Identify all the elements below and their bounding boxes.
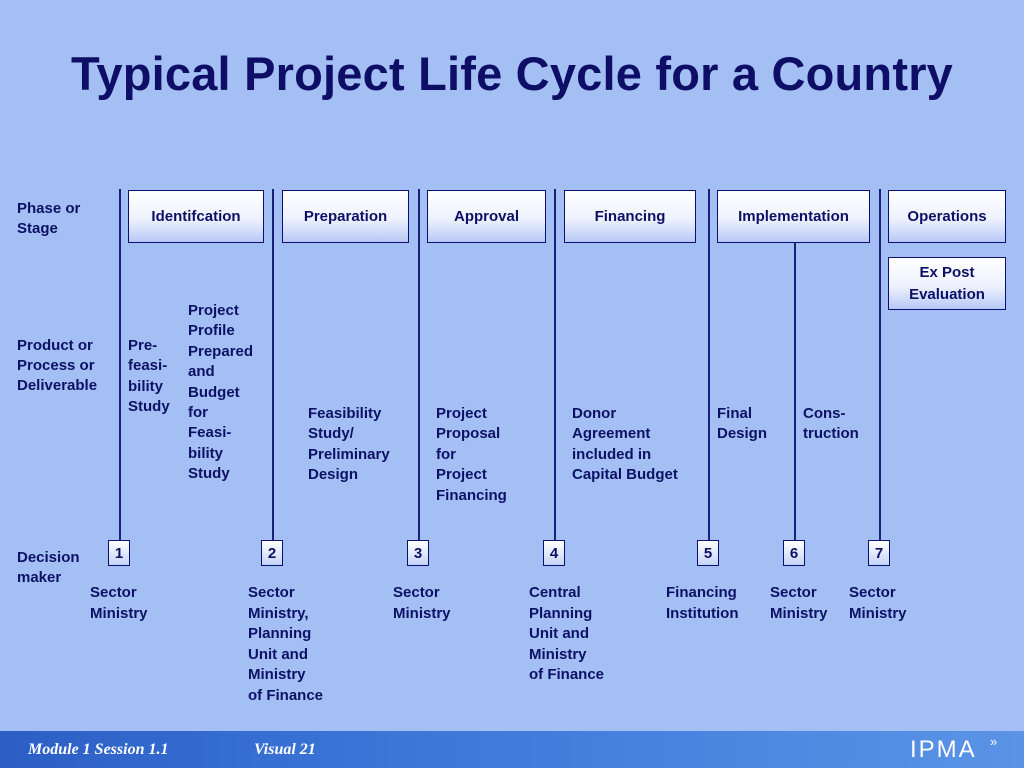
timeline-line-2 xyxy=(272,189,274,541)
timeline-line-3 xyxy=(418,189,420,541)
logo-chevron-icon: » xyxy=(990,734,998,749)
timeline-line-6 xyxy=(794,242,796,541)
decision-maker-1: Sector Ministry xyxy=(90,584,148,622)
phase-preparation: Preparation xyxy=(282,190,409,243)
phase-financing: Financing xyxy=(564,190,696,243)
timeline-line-4 xyxy=(554,189,556,541)
phase-ex-post-evaluation: Ex Post Evaluation xyxy=(888,257,1006,310)
deliverable-5: Donor Agreement included in Capital Budg… xyxy=(572,405,678,484)
footer-module-session: Module 1 Session 1.1 xyxy=(28,741,169,758)
deliverable-7: Cons- truction xyxy=(803,405,859,443)
deliverable-3: Feasibility Study/ Preliminary Design xyxy=(308,405,390,484)
decision-point-6: 6 xyxy=(783,540,805,566)
timeline-line-1 xyxy=(119,189,121,541)
row-label-product: Product or Process or Deliverable xyxy=(17,337,98,394)
decision-maker-5: Financing Institution xyxy=(666,584,739,622)
deliverable-1: Pre- feasi- bility Study xyxy=(128,337,170,416)
row-label-phase: Phase or Stage xyxy=(17,200,81,237)
footer-visual-number: Visual 21 xyxy=(254,741,316,758)
phase-identification: Identifcation xyxy=(128,190,264,243)
decision-point-3: 3 xyxy=(407,540,429,566)
timeline-line-7 xyxy=(879,189,881,541)
deliverable-4: Project Proposal for Project Financing xyxy=(436,405,507,504)
decision-maker-7: Sector Ministry xyxy=(849,584,907,622)
decision-maker-2: Sector Ministry, Planning Unit and Minis… xyxy=(248,584,324,704)
deliverable-6: Final Design xyxy=(717,405,768,443)
decision-point-4: 4 xyxy=(543,540,565,566)
decision-point-7: 7 xyxy=(868,540,890,566)
decision-maker-6: Sector Ministry xyxy=(770,584,828,622)
phase-operations: Operations xyxy=(888,190,1006,243)
row-label-decision: Decision maker xyxy=(17,549,80,586)
decision-point-5: 5 xyxy=(697,540,719,566)
decision-maker-4: Central Planning Unit and Ministry of Fi… xyxy=(529,584,605,684)
footer-bar xyxy=(0,731,1024,768)
phase-implementation: Implementation xyxy=(717,190,870,243)
phase-approval: Approval xyxy=(427,190,546,243)
decision-point-2: 2 xyxy=(261,540,283,566)
ipma-logo: IPMA xyxy=(910,736,977,763)
page-title: Typical Project Life Cycle for a Country xyxy=(70,47,954,100)
decision-maker-3: Sector Ministry xyxy=(393,584,451,622)
timeline-line-5 xyxy=(708,189,710,541)
deliverable-2: Project Profile Prepared and Budget for … xyxy=(188,302,254,483)
decision-point-1: 1 xyxy=(108,540,130,566)
